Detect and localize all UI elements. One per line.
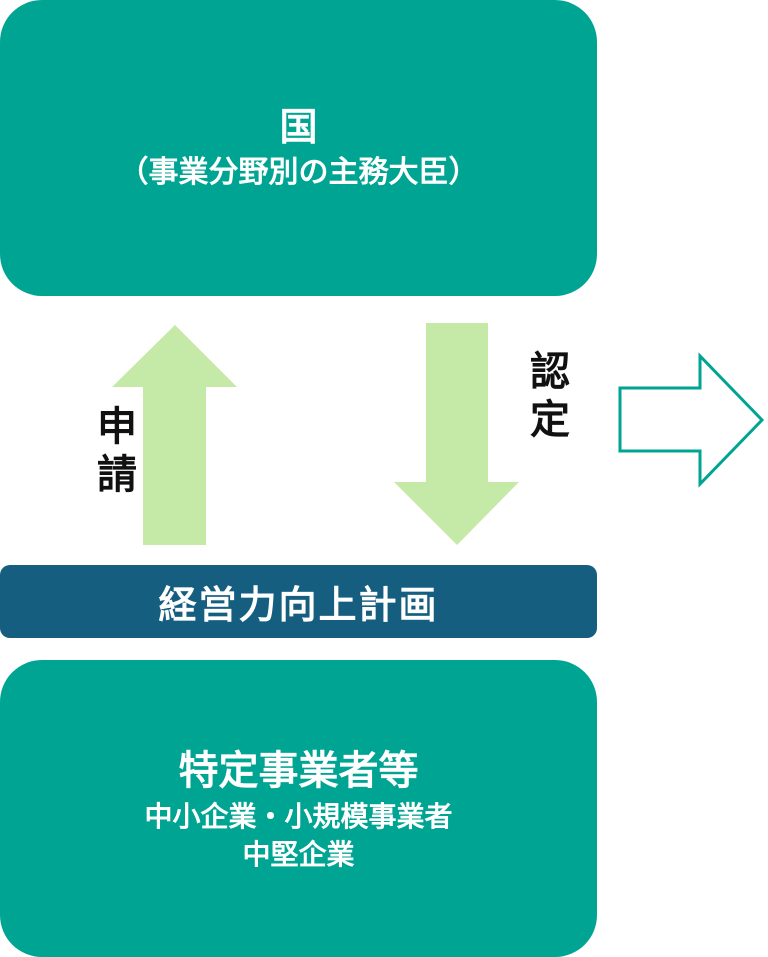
businesses-line1: 中小企業・小規模事業者	[144, 799, 453, 833]
specified-businesses-box: 特定事業者等 中小企業・小規模事業者 中堅企業	[0, 660, 597, 957]
businesses-line2: 中堅企業	[242, 837, 355, 871]
up-arrow-icon	[112, 325, 237, 545]
government-box: 国 （事業分野別の主務大臣）	[0, 0, 597, 296]
right-arrow-outline-icon	[618, 352, 765, 488]
approve-label: 認定	[523, 350, 569, 446]
businesses-title: 特定事業者等	[178, 747, 419, 794]
government-title: 国	[279, 105, 318, 149]
down-arrow-icon	[394, 323, 519, 545]
government-subtitle: （事業分野別の主務大臣）	[118, 155, 479, 190]
management-plan-bar: 経営力向上計画	[0, 565, 597, 638]
apply-label: 申請	[90, 405, 136, 501]
